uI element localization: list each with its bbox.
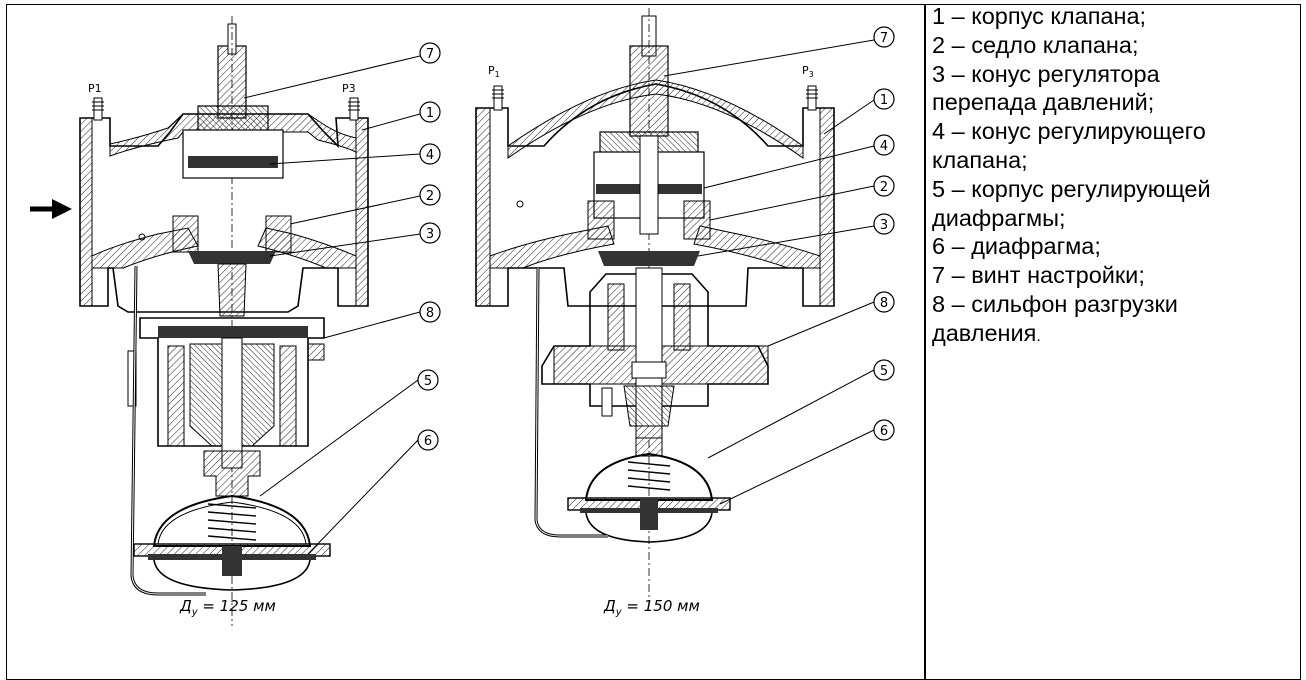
flow-arrow-icon — [30, 199, 72, 219]
pressure-port-p3: P3 — [342, 82, 360, 121]
column-divider — [924, 4, 926, 680]
callout-6: 6 — [880, 424, 888, 439]
legend-item-8-text: 8 – сильфон разгрузки давления — [932, 290, 1178, 346]
legend-item-4: 4 – конус регулирующего клапана; — [932, 118, 1206, 173]
legend-item-7: 7 – винт настройки; — [932, 262, 1145, 289]
left-caption: Ду = 125 мм — [179, 597, 276, 618]
pressure-port-p1: P1 — [88, 82, 104, 121]
left-valve: P1 P3 7 1 4 2 — [30, 16, 441, 626]
legend-item-6: 6 – диафрагма; — [932, 233, 1101, 260]
legend-item-8: 8 – сильфон разгрузки давления. — [932, 290, 1298, 352]
callout-7: 7 — [880, 31, 888, 46]
callout-8: 8 — [426, 306, 434, 321]
callout-2: 2 — [426, 189, 434, 204]
callout-8: 8 — [880, 296, 888, 311]
port-label-p3: P3 — [802, 64, 814, 79]
right-valve: P1 P3 7 1 4 2 — [475, 8, 895, 618]
legend-item-3: 3 – конус регулятора перепада давлений; — [932, 60, 1160, 116]
callout-3: 3 — [426, 227, 434, 242]
callout-7: 7 — [426, 47, 434, 62]
legend-item-8-period: . — [1036, 327, 1041, 345]
callout-2: 2 — [880, 180, 888, 195]
valve-cross-section-drawing: P1 P3 7 1 4 2 — [30, 8, 895, 626]
callout-4: 4 — [426, 148, 434, 163]
left-callouts: 7 1 4 2 3 8 5 6 — [417, 42, 441, 451]
callout-5: 5 — [424, 374, 432, 389]
callout-4: 4 — [880, 139, 888, 154]
legend-item-5: 5 – корпус регулирующей диафрагмы; — [932, 175, 1211, 231]
port-label-p1: P1 — [488, 64, 500, 79]
parts-legend: 1 – корпус клапана; 2 – седло клапана; 3… — [932, 2, 1298, 352]
pressure-port-p1: P1 — [488, 64, 504, 111]
right-callouts: 7 1 4 2 3 8 5 6 — [873, 26, 895, 441]
pressure-port-p3: P3 — [802, 64, 818, 111]
legend-item-2: 2 – седло клапана; — [932, 31, 1139, 58]
right-caption: Ду = 150 мм — [603, 597, 700, 618]
callout-1: 1 — [426, 106, 434, 121]
callout-3: 3 — [880, 218, 888, 233]
callout-5: 5 — [880, 364, 888, 379]
callout-1: 1 — [880, 93, 888, 108]
port-label-p3: P3 — [342, 82, 356, 95]
callout-6: 6 — [424, 434, 432, 449]
port-label-p1: P1 — [88, 82, 102, 95]
legend-item-1: 1 – корпус клапана; — [932, 3, 1147, 29]
